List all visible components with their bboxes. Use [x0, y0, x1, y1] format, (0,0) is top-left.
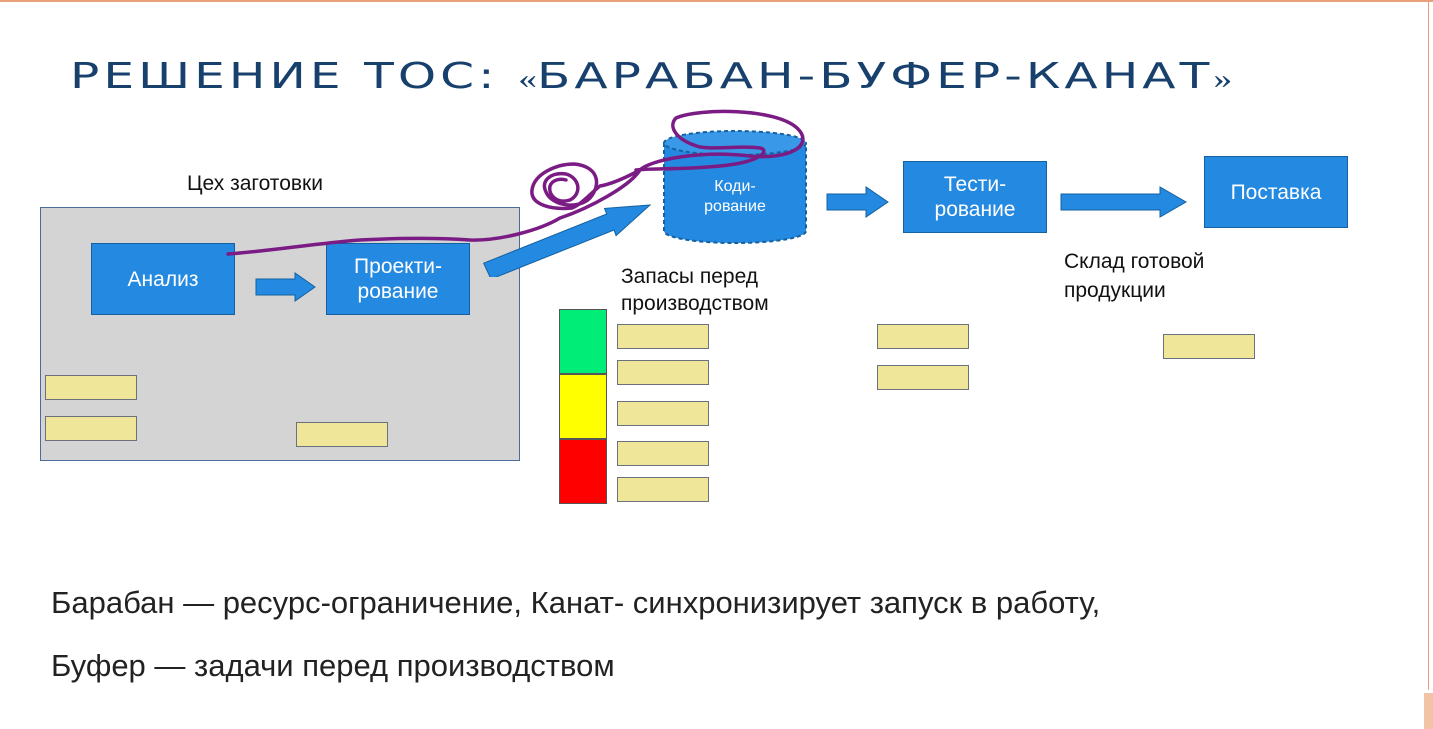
slide-corner-tab — [1424, 693, 1433, 729]
buffer-zone-green — [559, 309, 607, 374]
task-note — [617, 360, 709, 385]
task-note — [617, 401, 709, 426]
arrow-testing-to-delivery — [1060, 186, 1188, 218]
warehouse-label: Склад готовой продукции — [1064, 250, 1205, 302]
task-note — [296, 422, 388, 447]
slide-right-border — [1428, 0, 1429, 690]
title-quote-close: » — [1213, 64, 1233, 95]
title-name: БАРАБАН-БУФЕР-КАНАТ — [536, 56, 1214, 97]
design-box: Проекти- рование — [326, 243, 470, 315]
arrow-design-to-coding — [482, 204, 652, 277]
title-main: РЕШЕНИЕ ТОС: — [70, 56, 519, 97]
testing-box: Тести- рование — [903, 161, 1047, 233]
arrow-analysis-to-design — [255, 272, 316, 302]
workshop-label: Цех заготовки — [187, 172, 323, 195]
slide-title: РЕШЕНИЕ ТОС: «БАРАБАН-БУФЕР-КАНАТ» — [70, 56, 1232, 97]
task-note — [617, 441, 709, 466]
inventory-label: Запасы перед производством — [621, 265, 769, 315]
arrow-coding-to-testing — [826, 186, 889, 218]
title-quote-open: « — [518, 64, 537, 95]
task-note — [617, 477, 709, 502]
task-note — [1163, 334, 1255, 359]
buffer-zone-yellow — [559, 374, 607, 439]
coding-label: Коди- рование — [704, 178, 766, 215]
slide-top-border — [0, 0, 1433, 2]
delivery-box: Поставка — [1204, 156, 1348, 228]
caption-line-1: Барабан — ресурс-ограничение, Канат- син… — [51, 585, 1101, 620]
task-note — [45, 416, 137, 441]
caption-line-2: Буфер — задачи перед производством — [51, 648, 615, 683]
buffer-zone-red — [559, 439, 607, 504]
task-note — [877, 324, 969, 349]
task-note — [617, 324, 709, 349]
task-note — [877, 365, 969, 390]
task-note — [45, 375, 137, 400]
analysis-box: Анализ — [91, 243, 235, 315]
